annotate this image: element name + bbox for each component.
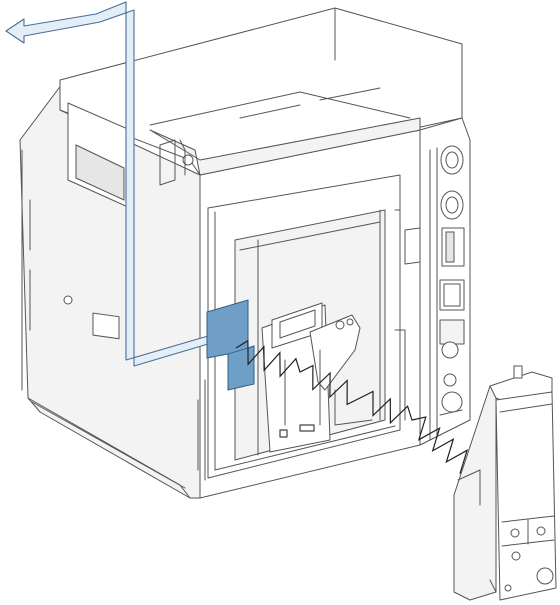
aux-port-icon (440, 190, 464, 220)
front-panel (261, 302, 373, 453)
trip-unit-button-icon (536, 526, 546, 536)
right-side-panel (419, 117, 471, 446)
side-label-plate (92, 312, 120, 340)
trip-unit-button-icon (510, 528, 520, 538)
aux-knob-icon (443, 373, 457, 387)
trip-unit-module (453, 365, 557, 601)
breaker-body (19, 7, 463, 499)
lever-plate (309, 314, 361, 391)
connector-plug (206, 299, 255, 391)
side-screw (63, 295, 73, 305)
aux-knob-icon (441, 341, 459, 359)
trip-unit-front (495, 391, 557, 601)
coiled-cable (235, 339, 475, 474)
aux-knob-icon (441, 391, 463, 413)
trip-unit-button-icon (511, 551, 521, 561)
connector-block (206, 299, 255, 391)
trip-unit-knob-icon (536, 567, 554, 585)
aux-port-icon (440, 145, 464, 175)
cable-coil (235, 339, 475, 474)
